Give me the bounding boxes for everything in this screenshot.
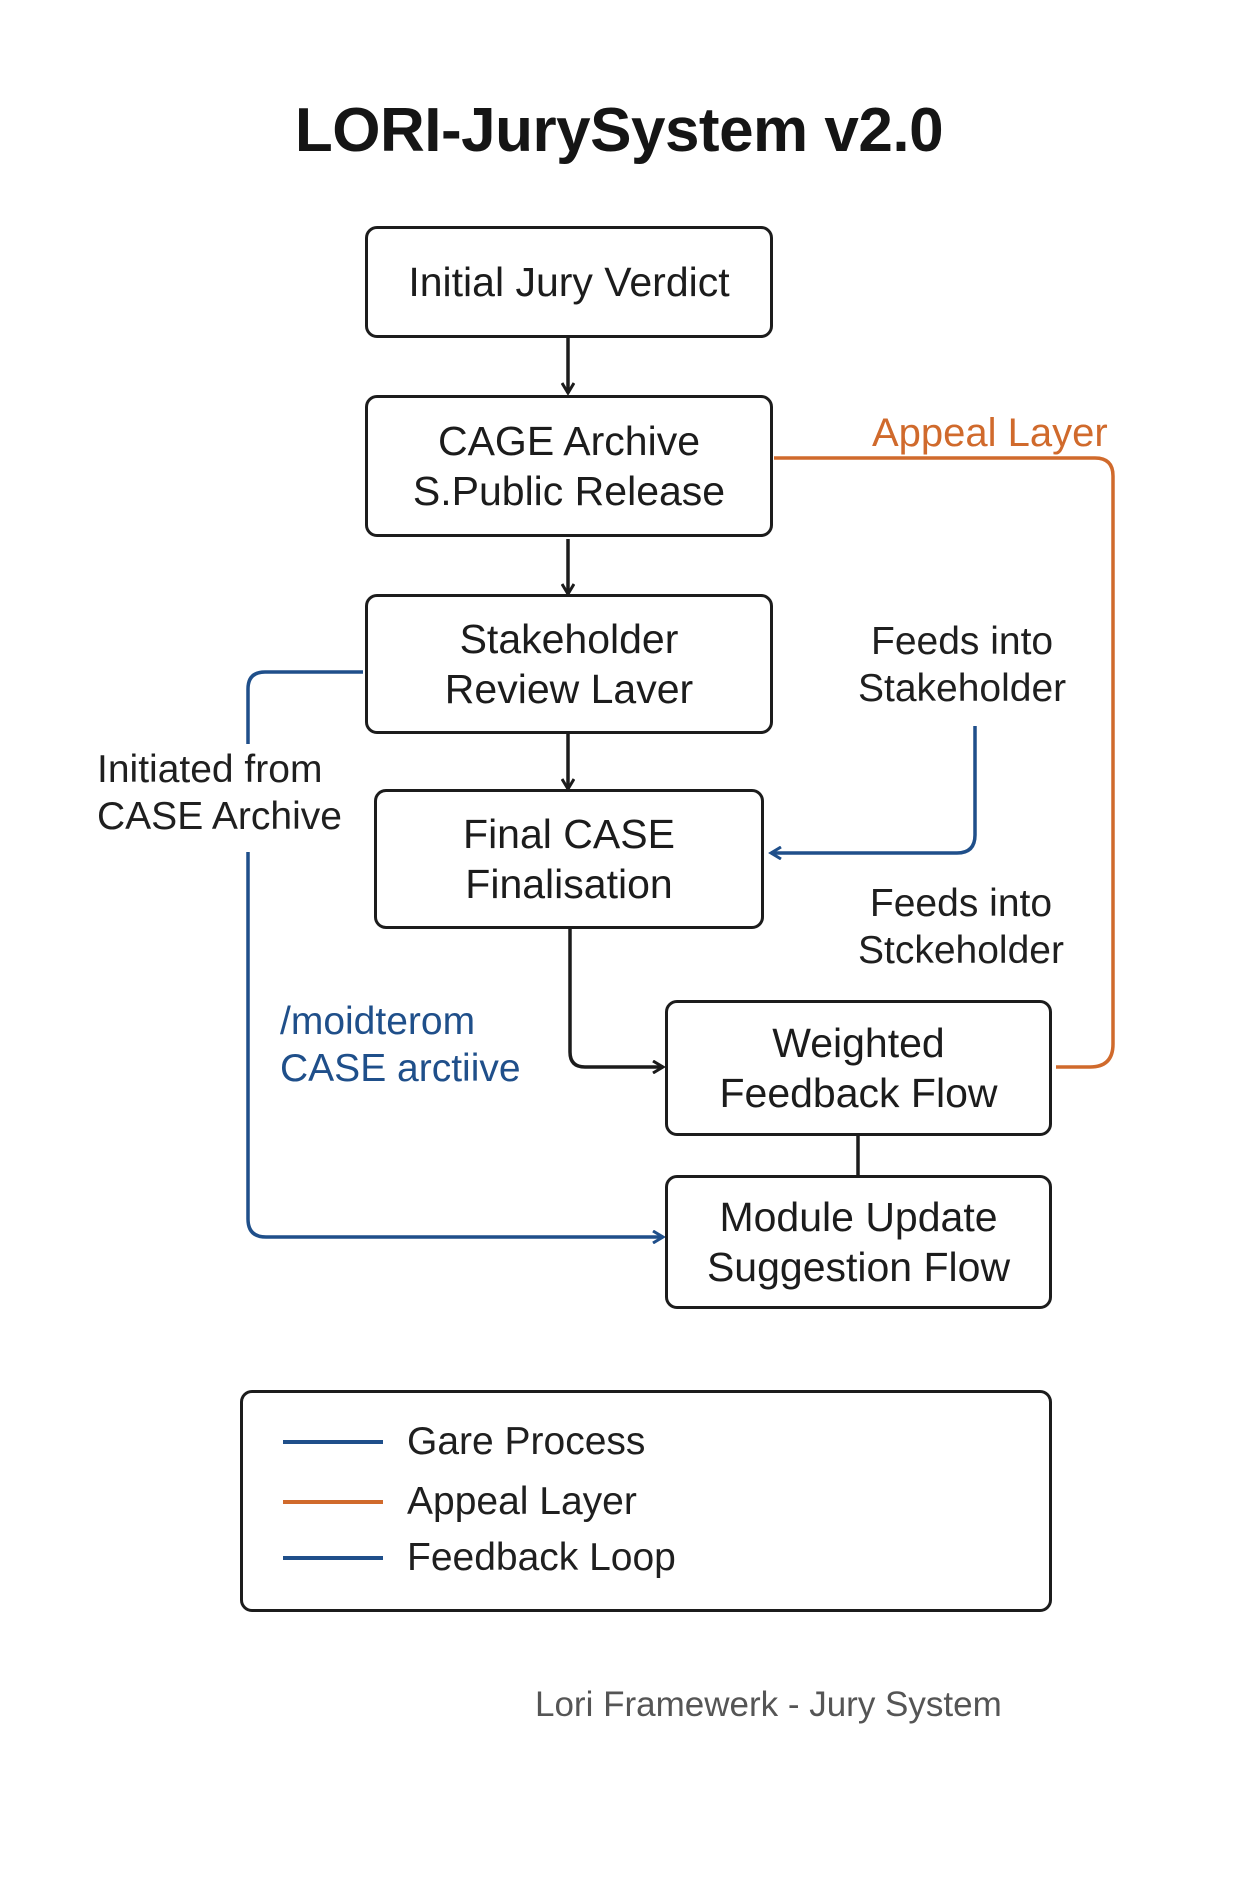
initiated-loop (246, 670, 363, 744)
legend-item-feedback: Feedback Loop (283, 1533, 676, 1583)
legend-label-feedback: Feedback Loop (407, 1536, 676, 1579)
node-initial-jury-verdict-label: Initial Jury Verdict (408, 259, 730, 305)
legend-label-appeal: Appeal Layer (407, 1480, 637, 1523)
initiated-from-label: Initiated from CASE Archive (97, 746, 342, 840)
node-module-update-line2: Suggestion Flow (706, 1244, 1011, 1290)
node-weighted-feedback-line2: Feedback Flow (719, 1070, 998, 1116)
legend-box: Gare Process Appeal Layer Feedback Loop (240, 1390, 1052, 1612)
node-case-archive-line2: S.Public Release (412, 468, 726, 514)
legend-swatch-feedback (283, 1556, 383, 1560)
moidterom-label-line1: /moidterom (280, 1000, 476, 1043)
node-case-archive-line1: CAGE Archive (437, 418, 701, 464)
node-weighted-feedback: Weighted Feedback Flow (665, 1000, 1052, 1136)
feedback-arrow-to-final (771, 726, 977, 853)
appeal-layer-label: Appeal Layer (872, 411, 1108, 455)
feeds-into-label-2: Feeds into Stckeholder (858, 880, 1064, 974)
feeds-into-label-1: Feeds into Stakeholder (858, 618, 1066, 712)
initiated-loop-lower (246, 852, 663, 1237)
legend-swatch-appeal (283, 1500, 383, 1504)
moidterom-label: /moidterom CASE arctiive (280, 998, 521, 1092)
node-final-case-line1: Final CASE (463, 811, 675, 857)
feeds-into-label-2-line2: Stckeholder (858, 929, 1064, 972)
legend-item-appeal: Appeal Layer (283, 1477, 637, 1527)
feeds-into-label-2-line1: Feeds into (869, 882, 1053, 925)
legend-item-core: Gare Process (283, 1417, 645, 1467)
node-case-archive: CAGE Archive S.Public Release (365, 395, 773, 537)
legend-swatch-core (283, 1440, 383, 1444)
moidterom-label-line2: CASE arctiive (280, 1047, 521, 1090)
arrow-final-to-weighted (568, 929, 663, 1067)
appeal-layer-loop (774, 456, 1115, 1069)
initiated-from-label-line1: Initiated from (97, 748, 323, 791)
legend-label-core: Gare Process (407, 1420, 646, 1463)
footer-caption: Lori Framewerk - Jury System (535, 1685, 1002, 1724)
feeds-into-label-1-line2: Stakeholder (858, 667, 1067, 710)
node-initial-jury-verdict: Initial Jury Verdict (365, 226, 773, 338)
feeds-into-label-1-line1: Feeds into (871, 620, 1054, 663)
initiated-from-label-line2: CASE Archive (97, 795, 342, 838)
node-stakeholder-review-line2: Review Laver (444, 666, 694, 712)
node-weighted-feedback-line1: Weighted (772, 1020, 945, 1066)
node-final-case: Final CASE Finalisation (374, 789, 764, 929)
node-stakeholder-review-line1: Stakeholder (459, 616, 679, 662)
diagram-title: LORI-JurySystem v2.0 (294, 96, 944, 165)
node-final-case-line2: Finalisation (465, 861, 673, 907)
node-module-update-line1: Module Update (719, 1194, 998, 1240)
node-module-update: Module Update Suggestion Flow (665, 1175, 1052, 1309)
node-stakeholder-review: Stakeholder Review Laver (365, 594, 773, 734)
